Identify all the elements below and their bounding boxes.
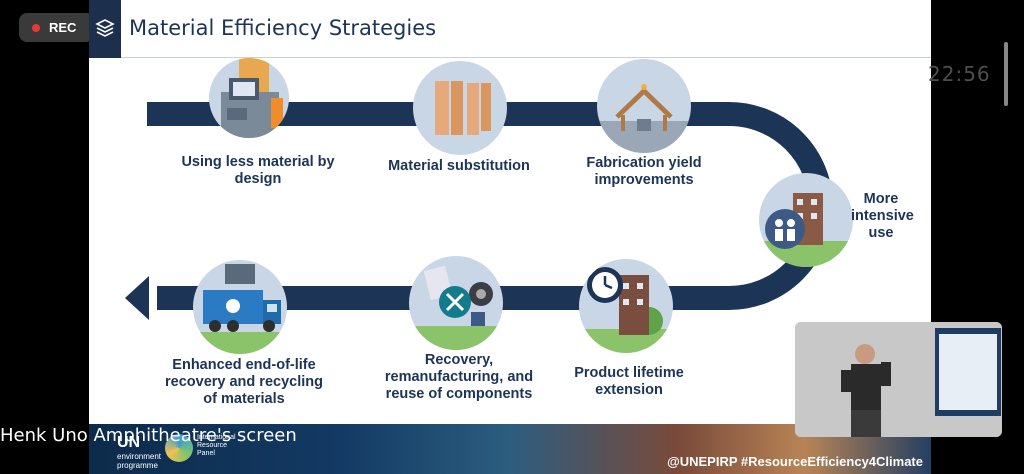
un-logo: UN [117, 434, 141, 451]
recording-label: REC [49, 20, 77, 35]
vertical-scrollbar[interactable] [1004, 42, 1008, 106]
clock-readout: 22:56 [928, 62, 991, 86]
intensive-use-illustration [759, 173, 853, 267]
recycling-truck-illustration [193, 260, 287, 354]
footer-hashtag: @UNEPIRP #ResourceEfficiency4Climate [667, 454, 923, 469]
irp-logo-icon [165, 434, 193, 462]
record-dot-icon [32, 24, 40, 32]
lifetime-illustration [579, 259, 673, 353]
strategy-label-substitution: Material substitution [388, 158, 530, 174]
substitution-illustration [413, 61, 507, 155]
screen-share-caption: Henk Uno Amphitheatre's screen [0, 425, 297, 446]
slide-title: Material Efficiency Strategies [129, 16, 437, 40]
design-illustration [209, 58, 289, 138]
stack-layers-icon [89, 0, 121, 58]
presentation-slide: Material Efficiency Strategies [89, 0, 931, 474]
remanufacturing-illustration [409, 256, 503, 350]
slide-title-bar: Material Efficiency Strategies [89, 0, 931, 58]
fabrication-illustration [597, 59, 691, 153]
speaker-video-thumbnail[interactable] [795, 322, 1002, 437]
title-divider [121, 57, 931, 58]
recording-badge[interactable]: REC [19, 13, 94, 42]
